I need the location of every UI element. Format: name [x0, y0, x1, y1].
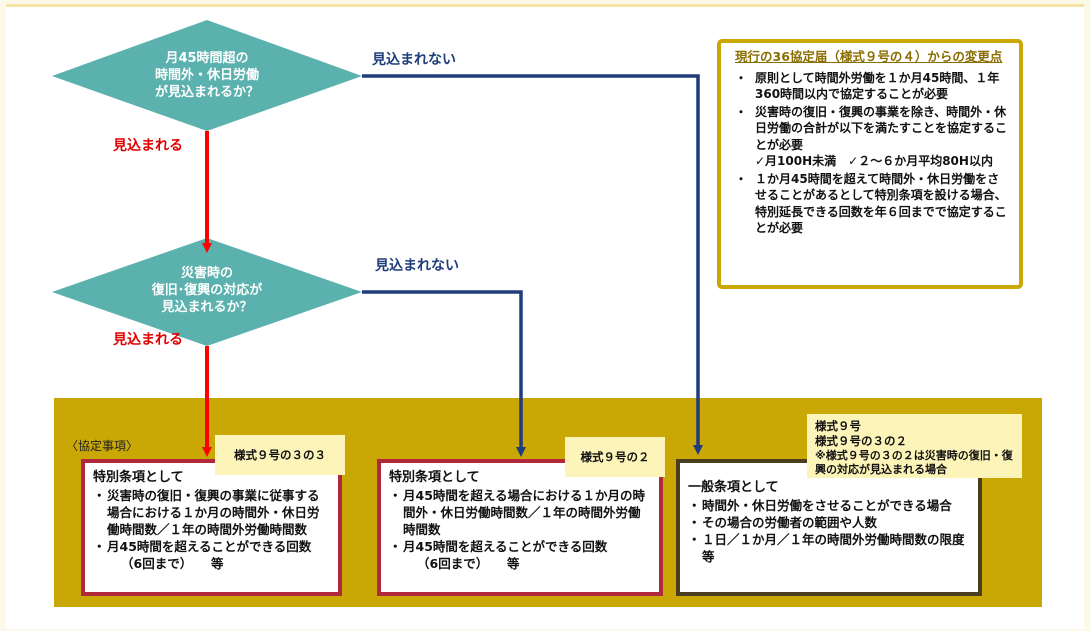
notes-item-sub: ✓月100H未満 ✓２～６か月平均80H以内	[755, 154, 993, 168]
box-item: 月45時間を超える場合における１か月の時間外・休日労働時間数／１年の時間外労働時…	[389, 487, 651, 538]
no-label-2: 見込まれない	[375, 258, 459, 274]
box-title: 一般条項として	[688, 480, 779, 495]
box-item: 災害時の復旧・復興の事業に従事する場合における１か月の時間外・休日労働時間数／１…	[93, 487, 330, 538]
tag-form-9-3-3: 様式９号の３の３	[215, 435, 345, 475]
tag-line: ※様式９号の３の２は災害時の復旧・復興の対応が見込まれる場合	[815, 449, 1013, 476]
tag-line: 様式９号の３の２	[815, 434, 907, 448]
notes-heading: 現行の36協定届（様式９号の４）からの変更点	[735, 49, 1003, 64]
box-item: 月45時間を超えることができる回数	[389, 538, 651, 555]
box-special-disaster: 特別条項として 災害時の復旧・復興の事業に従事する場合における１か月の時間外・休…	[81, 459, 342, 596]
box-item: その場合の労働者の範囲や人数	[688, 514, 970, 531]
tag-form-9-general: 様式９号 様式９号の３の２ ※様式９号の３の２は災害時の復旧・復興の対応が見込ま…	[807, 414, 1022, 478]
decision-2-label: 災害時の 復旧･復興の対応が 見込まれるか？	[151, 266, 263, 315]
notes-item: 災害時の復旧・復興の事業を除き、時間外・休日労働の合計が以下を満たすことを協定す…	[735, 104, 1009, 170]
notes-item: 原則として時間外労働を１か月45時間、１年360時間以内で協定することが必要	[735, 70, 1009, 103]
box-title: 特別条項として	[93, 470, 184, 485]
decision-1-label: 月45時間超の 時間外・休日労働 が見込まれるか？	[154, 51, 259, 100]
box-special: 特別条項として 月45時間を超える場合における１か月の時間外・休日労働時間数／１…	[377, 459, 663, 596]
no-label-1: 見込まれない	[372, 52, 456, 68]
yes-label-2: 見込まれる	[113, 332, 183, 348]
box-tail: （6回まで） 等	[417, 556, 520, 571]
tag-line: 様式９号	[815, 419, 861, 433]
decision-diamond-1	[52, 20, 362, 131]
no-arrow-1	[362, 74, 703, 455]
box-title: 特別条項として	[389, 470, 480, 485]
changes-notes-box: 現行の36協定届（様式９号の４）からの変更点 原則として時間外労働を１か月45時…	[717, 39, 1023, 289]
decision-diamond-2	[52, 238, 362, 346]
box-item: １日／１か月／１年の時間外労働時間数の限度 等	[688, 531, 990, 565]
box-tail: （6回まで） 等	[121, 556, 224, 571]
box-item: 時間外・休日労働をさせることができる場合	[688, 497, 970, 514]
notes-item: １か月45時間を超えて時間外・休日労働をさせることがあるとして特別条項を設ける場…	[735, 171, 1009, 237]
box-general: 一般条項として 時間外・休日労働をさせることができる場合 その場合の労働者の範囲…	[676, 459, 990, 596]
agreement-label: 〈協定事項〉	[66, 439, 139, 453]
no-arrow-2	[362, 290, 526, 457]
tag-form-9-2: 様式９号の２	[565, 437, 665, 477]
yes-label-1: 見込まれる	[113, 138, 183, 154]
box-item: 月45時間を超えることができる回数	[93, 538, 330, 555]
